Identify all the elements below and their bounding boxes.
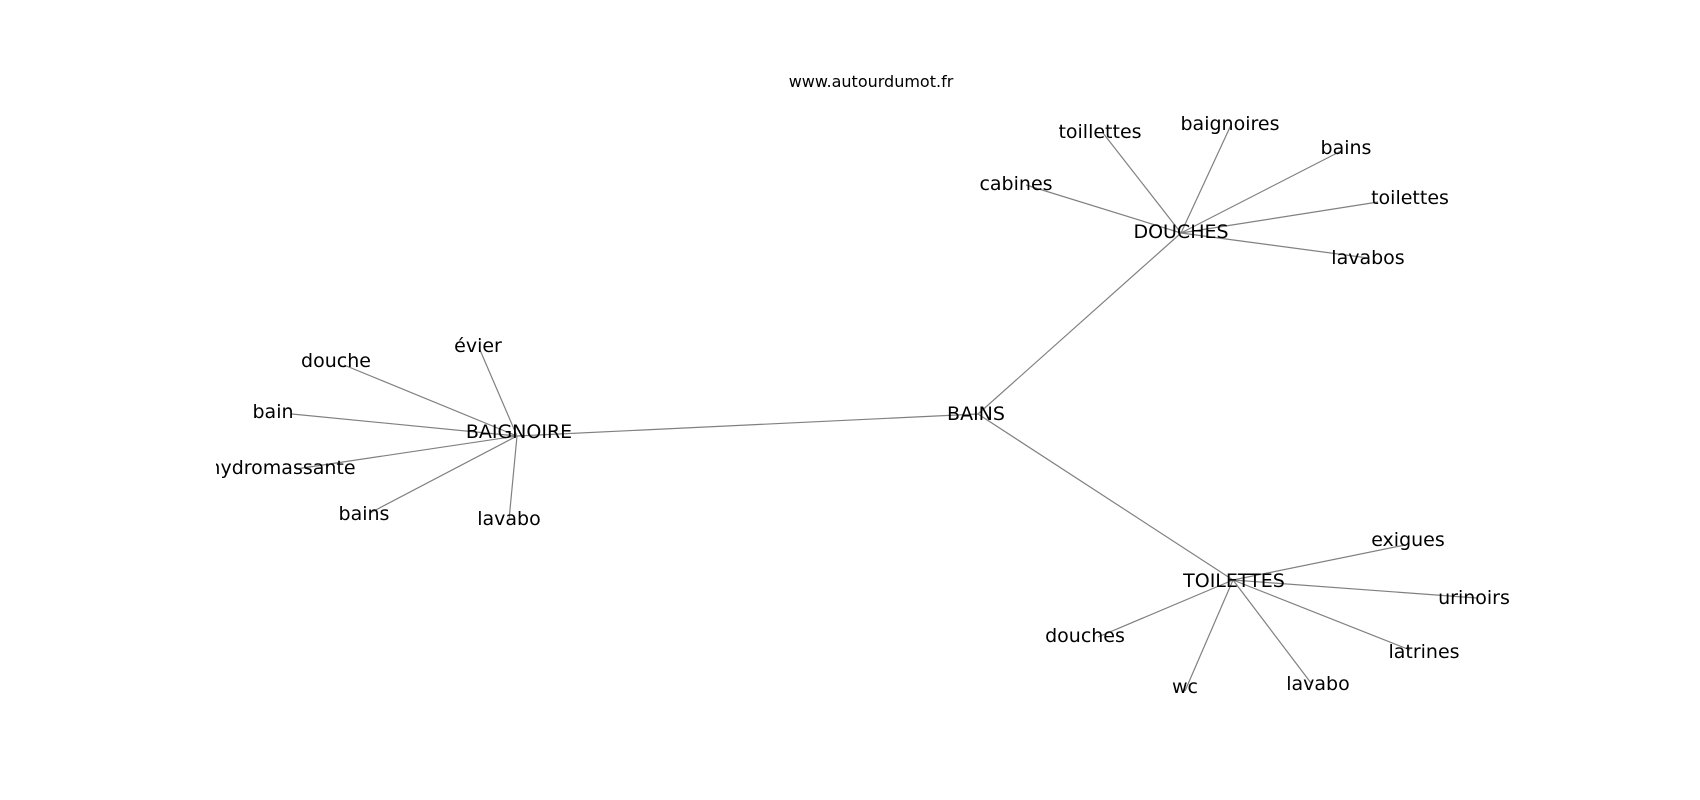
leaf-node-label[interactable]: lavabo: [1286, 673, 1350, 695]
edge-toilettes-4: [1184, 579, 1234, 692]
edge-douches-0: [1025, 184, 1182, 234]
leaf-node-label[interactable]: baignoires: [1181, 113, 1280, 135]
leaf-node-label[interactable]: évier: [454, 335, 502, 357]
leaf-node-label[interactable]: douche: [301, 350, 371, 372]
leaf-node-label[interactable]: wc: [1172, 676, 1198, 698]
edge-toilettes-1: [1232, 579, 1478, 599]
edge-douches-4: [1180, 201, 1379, 234]
leaf-node-label[interactable]: cabines: [979, 173, 1052, 195]
edge-center-to-douches: [977, 232, 1182, 415]
edge-baignoire-3: [295, 435, 518, 470]
edge-douches-2: [1180, 124, 1232, 234]
edge-baignoire-4: [369, 435, 518, 514]
edge-baignoire-5: [508, 435, 518, 521]
leaf-node-label[interactable]: toillettes: [1058, 121, 1141, 143]
edge-baignoire-0: [343, 364, 518, 437]
leaf-node-label[interactable]: bains: [1321, 137, 1372, 159]
edge-douches-5: [1180, 232, 1369, 259]
edge-baignoire-2: [291, 413, 518, 437]
leaf-node-label[interactable]: toilettes: [1371, 187, 1449, 209]
leaf-node-label[interactable]: lavabos: [1331, 247, 1404, 269]
leaf-node-label[interactable]: exigues: [1371, 529, 1445, 551]
edge-baignoire-1: [479, 349, 518, 437]
leaf-node-label[interactable]: lavabo: [477, 508, 541, 530]
center-node-label[interactable]: BAINS: [947, 403, 1005, 425]
leaf-node-label[interactable]: hydromassante: [208, 457, 356, 479]
hub-node-label-toilettes[interactable]: TOILETTES: [1182, 570, 1285, 592]
edge-toilettes-3: [1232, 579, 1312, 684]
edge-douches-3: [1180, 150, 1342, 234]
edge-center-to-baignoire: [516, 413, 979, 437]
source-watermark[interactable]: www.autourdumot.fr: [789, 72, 954, 91]
edge-toilettes-0: [1232, 544, 1406, 581]
hub-node-label-douches[interactable]: DOUCHES: [1133, 221, 1228, 243]
edge-center-to-toilettes: [977, 413, 1234, 581]
leaf-node-label[interactable]: latrines: [1388, 641, 1459, 663]
leaf-node-label[interactable]: bains: [339, 503, 390, 525]
edge-douches-1: [1102, 132, 1182, 234]
labels-layer: BAINS DOUCHES cabines toillettes baignoires b…: [208, 113, 1510, 698]
leaf-node-label[interactable]: douches: [1045, 625, 1125, 647]
edge-toilettes-2: [1232, 579, 1411, 651]
leaf-node-label[interactable]: urinoirs: [1438, 587, 1510, 609]
hub-node-label-baignoire[interactable]: BAIGNOIRE: [466, 421, 572, 443]
edge-toilettes-5: [1097, 579, 1234, 638]
edges-layer: [291, 124, 1478, 692]
leaf-node-label[interactable]: bain: [252, 401, 293, 423]
